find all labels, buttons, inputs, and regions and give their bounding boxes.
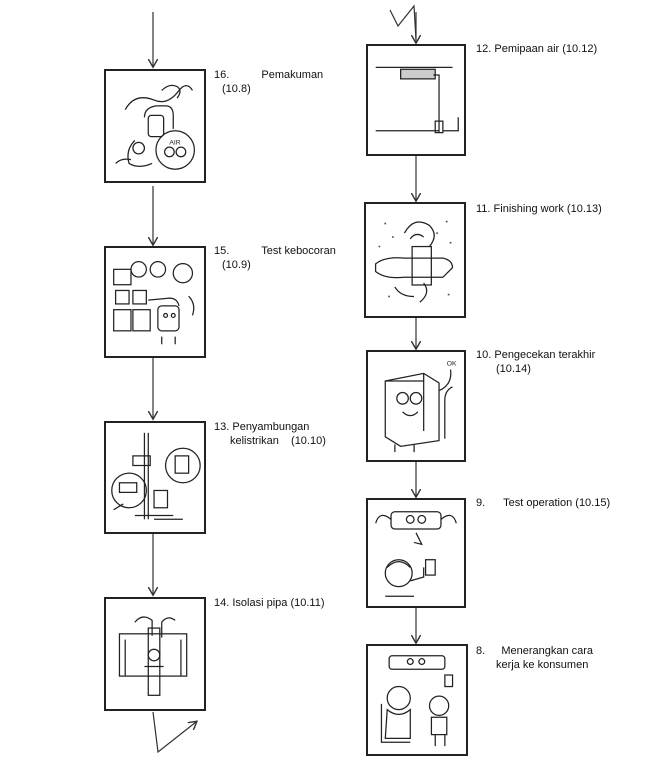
step-14-label: 14. Isolasi pipa (10.11): [214, 596, 325, 610]
step-8-illustration: [366, 644, 468, 756]
step-14-ref: (10.11): [290, 597, 325, 609]
step-9-label: 9. Test operation (10.15): [476, 496, 610, 510]
step-8-number: 8.: [476, 645, 486, 657]
water-piping-icon: [375, 66, 459, 134]
step-9-number: 9.: [476, 497, 486, 509]
step-9-title: Test operation: [503, 497, 573, 509]
step-10-title: Pengecekan terakhir: [494, 349, 596, 361]
step-12-label: 12. Pemipaan air (10.12): [476, 42, 597, 56]
step-13-ref: (10.10): [291, 435, 326, 447]
final-check-icon: OK: [384, 361, 457, 453]
step-11-number: 11.: [476, 203, 491, 215]
step-12-title: Pemipaan air: [494, 43, 560, 55]
finishing-work-icon: [374, 220, 454, 303]
step-11-label: 11. Finishing work (10.13): [476, 202, 602, 216]
step-16-number: 16.: [214, 69, 230, 81]
step-16-illustration: AIR: [104, 69, 206, 183]
step-10-ref: (10.14): [496, 363, 531, 375]
step-11-title: Finishing work: [493, 203, 564, 215]
step-8-title-line2: kerja ke konsumen: [496, 659, 589, 671]
step-14-number: 14.: [214, 597, 230, 609]
leak-test-icon: [113, 261, 195, 345]
test-operation-icon: [375, 511, 457, 597]
step-11-illustration: [364, 202, 466, 318]
customer-explanation-icon: [380, 655, 454, 747]
step-14-illustration: [104, 597, 206, 711]
step-13-label: 13. Penyambungan kelistrikan (10.10): [214, 420, 326, 448]
step-13-illustration: [104, 421, 206, 534]
step-11-ref: (10.13): [566, 203, 602, 215]
step-12-number: 12.: [476, 43, 492, 55]
step-15-ref: (10.9): [222, 259, 251, 271]
step-15-illustration: [104, 246, 206, 358]
vacuum-pump-icon: AIR: [115, 84, 196, 170]
step-16-ref: (10.8): [222, 83, 251, 95]
step-9-illustration: [366, 498, 466, 608]
svg-text:AIR: AIR: [169, 139, 180, 146]
pipe-insulation-icon: [118, 616, 188, 696]
step-10-number: 10.: [476, 349, 492, 361]
step-13-title: Penyambungan: [232, 421, 310, 433]
step-8-label: 8. Menerangkan cara kerja ke konsumen: [476, 644, 593, 672]
electrical-wiring-icon: [111, 432, 201, 520]
svg-text:OK: OK: [447, 361, 457, 368]
step-15-title: Test kebocoran: [261, 245, 336, 257]
step-15-label: 15. Test kebocoran (10.9): [214, 244, 336, 272]
step-13-title-line2: kelistrikan: [230, 435, 279, 447]
step-15-number: 15.: [214, 245, 230, 257]
step-9-ref: (10.15): [575, 497, 611, 509]
step-16-label: 16. Pemakuman (10.8): [214, 68, 323, 96]
step-16-title: Pemakuman: [261, 69, 324, 81]
step-12-illustration: [366, 44, 466, 156]
step-10-label: 10. Pengecekan terakhir (10.14): [476, 348, 595, 376]
step-12-ref: (10.12): [562, 43, 598, 55]
step-13-number: 13.: [214, 421, 230, 433]
step-10-illustration: OK: [366, 350, 466, 462]
step-8-title: Menerangkan cara: [501, 645, 594, 657]
step-14-title: Isolasi pipa: [232, 597, 288, 609]
